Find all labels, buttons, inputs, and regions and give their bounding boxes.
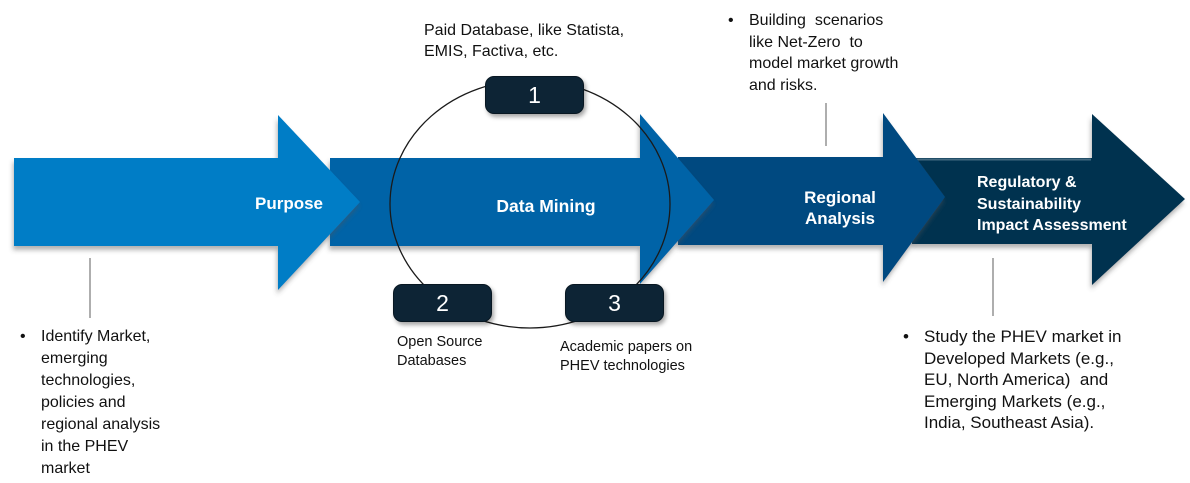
badge-1-caption: Paid Database, like Statista, EMIS, Fact…	[424, 22, 625, 60]
bullet-icon: •	[903, 327, 909, 346]
badge-3-caption: Academic papers on PHEV technologies	[560, 339, 693, 374]
note-text: Study the PHEV market in Developed Marke…	[924, 327, 1122, 432]
badge-1-number: 1	[528, 81, 541, 108]
note-building-scenarios: • Building scenarios like Net-Zero to mo…	[728, 10, 943, 96]
note-text: Identify Market, emerging technologies, …	[41, 328, 161, 477]
arrow-regional-analysis	[678, 113, 945, 282]
bullet-icon: •	[20, 328, 26, 345]
arrow-data-mining	[330, 114, 714, 284]
arrow-label-data-mining: Data Mining	[496, 196, 596, 216]
badge-2-caption: Open Source Databases	[397, 334, 483, 369]
badge-1: 1	[485, 76, 584, 114]
badge-2: 2	[393, 284, 492, 322]
badge-2-number: 2	[436, 289, 449, 316]
arrow-purpose	[14, 115, 360, 290]
note-text: Building scenarios like Net-Zero to mode…	[749, 12, 899, 94]
arrow-regulatory-impact	[912, 114, 1185, 285]
badge-3-number: 3	[608, 289, 621, 316]
bullet-icon: •	[728, 12, 734, 29]
arrow-label-purpose: Purpose	[254, 194, 324, 213]
badge-3: 3	[565, 284, 664, 322]
arrow-label-regulatory-impact: Regulatory & Sustainability Impact Asses…	[977, 174, 1127, 234]
note-study-phev-market: • Study the PHEV market in Developed Mar…	[903, 326, 1163, 434]
arrow-label-regional-analysis: Regional Analysis	[804, 188, 876, 228]
note-identify-market: • Identify Market, emerging technologies…	[20, 326, 210, 480]
